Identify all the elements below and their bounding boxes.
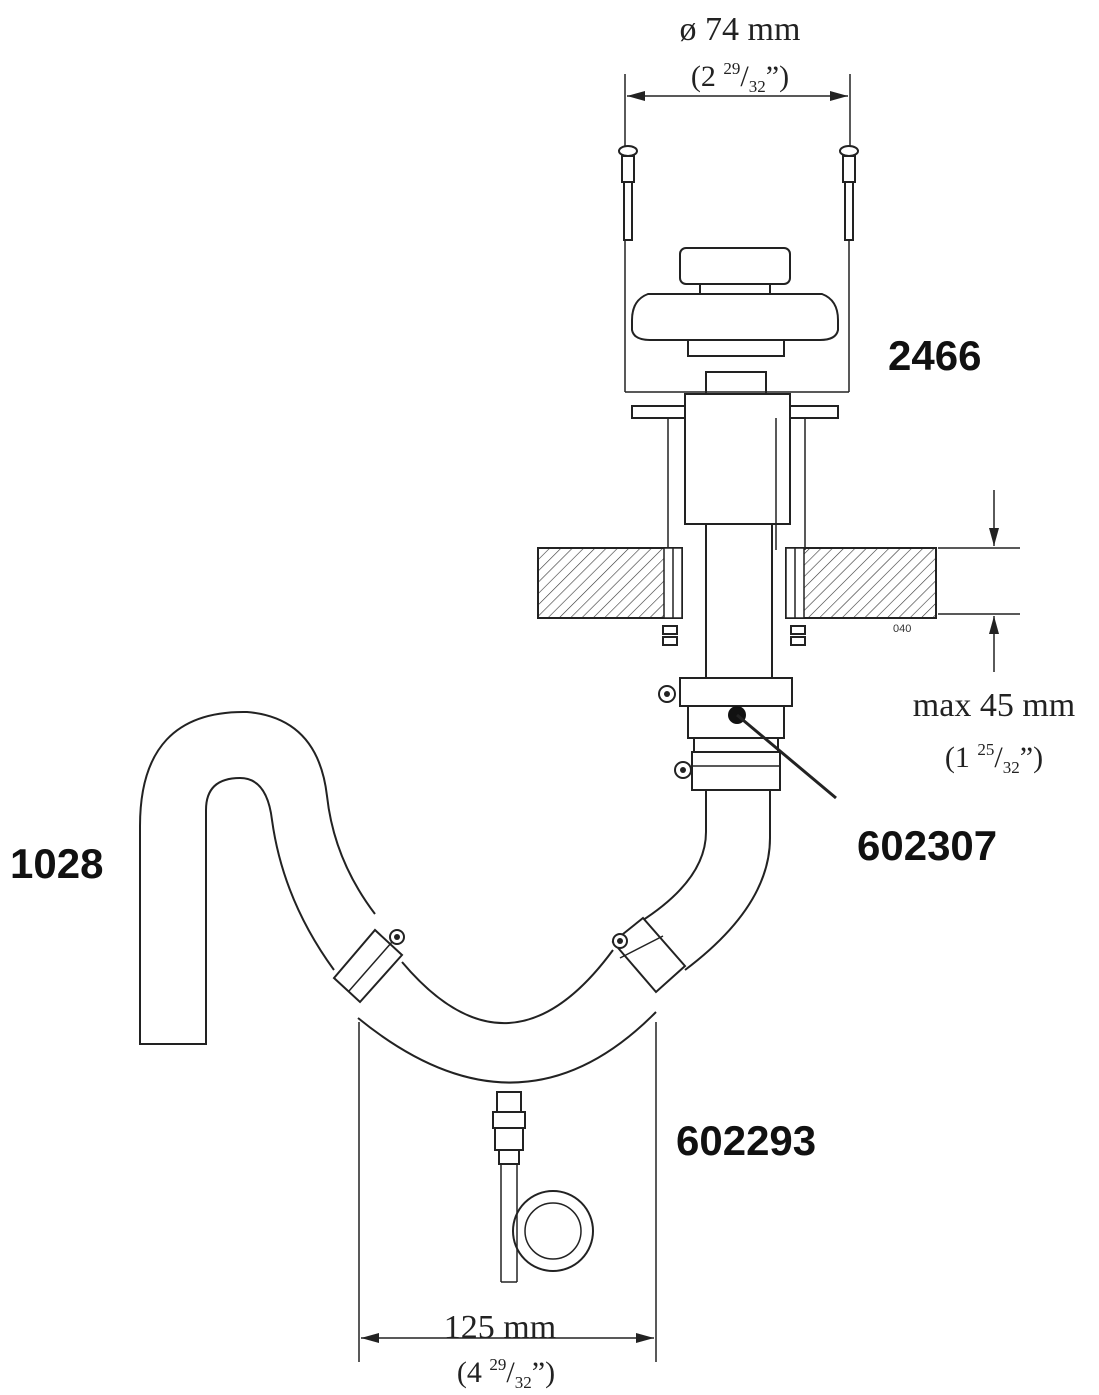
thickness-inch-label: (1 25/32”) bbox=[945, 740, 1043, 777]
part-label-1028: 1028 bbox=[10, 840, 103, 887]
bottom-width-dimension: 125 mm (4 29/32”) bbox=[358, 1022, 657, 1392]
thickness-dimension: max 45 mm (1 25/32”) bbox=[913, 490, 1075, 777]
connector-fitting bbox=[658, 677, 837, 800]
waste-valve-body bbox=[625, 371, 849, 680]
top-diameter-dimension: ø 74 mm (2 29/32”) bbox=[624, 11, 851, 148]
bottom-width-label: 125 mm bbox=[444, 1309, 556, 1346]
left-screw bbox=[618, 145, 638, 392]
thickness-label: max 45 mm bbox=[913, 687, 1075, 724]
tiny-mark: 040 bbox=[893, 623, 911, 635]
drain-hose bbox=[492, 1091, 594, 1283]
top-diameter-label: ø 74 mm bbox=[680, 11, 801, 48]
trap-pipe bbox=[139, 710, 771, 1084]
top-inch-label: (2 29/32”) bbox=[691, 59, 789, 96]
right-screw bbox=[839, 145, 859, 392]
bottom-inch-label: (4 29/32”) bbox=[457, 1355, 555, 1392]
part-label-602307: 602307 bbox=[857, 822, 997, 869]
countertop-right: 040 bbox=[785, 547, 937, 646]
part-label-602293: 602293 bbox=[676, 1117, 816, 1164]
part-label-2466: 2466 bbox=[888, 332, 981, 379]
countertop-left bbox=[537, 547, 683, 646]
waste-valve-cap bbox=[631, 247, 839, 357]
